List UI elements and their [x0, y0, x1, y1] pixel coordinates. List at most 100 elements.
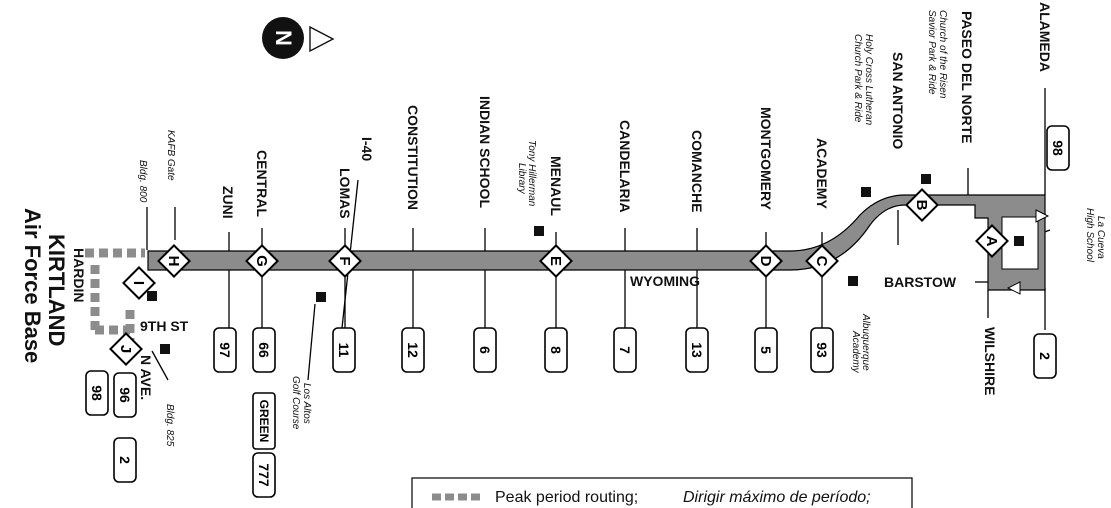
landmark-kafb: KAFB Gate — [165, 130, 176, 181]
street-constitution: CONSTITUTION — [405, 105, 421, 210]
base-line-1: KIRTLAND — [44, 234, 69, 346]
street-central: CENTRAL — [254, 150, 270, 217]
route-badge-5[interactable]: 5 — [754, 327, 778, 373]
route-badge-green[interactable]: GREEN — [252, 392, 276, 450]
street-hardin: HARDIN — [71, 248, 87, 302]
route-badge-8[interactable]: 8 — [544, 327, 568, 373]
street-wilshire: WILSHIRE — [982, 327, 998, 395]
route-badges: 97 66 GREEN 777 11 12 6 8 7 13 5 93 98 2… — [85, 125, 1070, 498]
svg-text:5: 5 — [758, 346, 774, 354]
svg-text:6: 6 — [477, 346, 493, 354]
street-labels: ZUNI CENTRAL I-40 LOMAS CONSTITUTION IND… — [71, 2, 1053, 400]
stop-j[interactable]: J — [109, 332, 143, 366]
stop-b[interactable]: B — [905, 188, 939, 222]
landmark-golf-2: Golf Course — [290, 376, 301, 430]
svg-text:E: E — [547, 256, 564, 266]
route-badge-2-north[interactable]: 2 — [1033, 333, 1057, 379]
street-comanche: COMANCHE — [689, 130, 705, 212]
svg-text:G: G — [253, 255, 270, 267]
landmark-academy-2: Academy — [850, 330, 861, 374]
landmark-markers — [147, 174, 1024, 354]
street-montgomery: MONTGOMERY — [758, 107, 774, 211]
landmark-labels: KAFB Gate Bldg. 800 Bldg. 825 Los Altos … — [137, 10, 1106, 447]
svg-text:66: 66 — [256, 342, 272, 358]
svg-text:F: F — [336, 256, 353, 265]
horizontal-street-labels: BARSTOW 9TH ST WYOMING — [140, 273, 957, 334]
route-badge-12[interactable]: 12 — [401, 327, 425, 373]
route-badge-7[interactable]: 7 — [613, 327, 637, 373]
svg-text:GREEN: GREEN — [257, 400, 271, 443]
route-badge-96[interactable]: 96 — [113, 372, 137, 418]
landmark-holy-cross-1: Holy Cross Lutheran — [863, 34, 874, 126]
stop-d[interactable]: D — [749, 244, 783, 278]
landmark-holy-cross-2: Church Park & Ride — [852, 34, 863, 123]
route-badge-11[interactable]: 11 — [332, 327, 356, 373]
north-compass: N — [262, 17, 335, 59]
route-badge-2-south[interactable]: 2 — [113, 437, 137, 483]
stop-g[interactable]: G — [245, 244, 279, 278]
route-badge-6[interactable]: 6 — [473, 327, 497, 373]
svg-text:98: 98 — [1050, 140, 1066, 156]
north-arrow-icon — [309, 25, 335, 53]
landmark-lacueva-1: La Cueva — [1095, 216, 1106, 259]
route-badge-13[interactable]: 13 — [685, 327, 709, 373]
svg-text:13: 13 — [689, 342, 705, 358]
route-band — [147, 194, 1050, 295]
street-indian-school: INDIAN SCHOOL — [477, 96, 493, 208]
stop-h[interactable]: H — [157, 244, 191, 278]
landmark-risen-1: Church of the Risen — [937, 10, 948, 99]
svg-text:8: 8 — [548, 346, 564, 354]
street-zuni: ZUNI — [220, 186, 236, 219]
street-lines — [146, 88, 1051, 381]
svg-text:96: 96 — [117, 387, 133, 403]
svg-text:B: B — [913, 200, 930, 211]
route-badge-98-south[interactable]: 98 — [85, 370, 109, 416]
landmark-bldg800: Bldg. 800 — [137, 160, 148, 203]
route-badge-93[interactable]: 93 — [810, 327, 834, 373]
route-badge-66[interactable]: 66 — [252, 327, 276, 373]
landmark-bldg825: Bldg. 825 — [164, 404, 175, 447]
svg-text:777: 777 — [256, 463, 272, 487]
svg-text:D: D — [757, 256, 774, 267]
svg-text:A: A — [983, 236, 1000, 247]
legend-spanish: Dirigir máximo de período; — [683, 489, 871, 506]
corridor-label: WYOMING — [630, 273, 700, 289]
landmark-library-1: Tony Hillerman — [526, 140, 537, 207]
base-label: KIRTLAND Air Force Base — [20, 208, 69, 363]
landmark-lacueva-2: High School — [1084, 208, 1095, 263]
landmark-academy-1: Albuquerque — [860, 313, 871, 371]
street-paseo: PASEO DEL NORTE — [959, 11, 975, 144]
svg-text:98: 98 — [89, 385, 105, 401]
svg-text:C: C — [813, 256, 830, 267]
svg-text:J: J — [117, 345, 134, 353]
street-san-antonio: SAN ANTONIO — [890, 52, 906, 149]
svg-text:97: 97 — [217, 342, 233, 358]
svg-text:93: 93 — [814, 342, 830, 358]
legend: Peak period routing; Dirigir máximo de p… — [411, 477, 913, 508]
svg-text:I: I — [130, 281, 147, 285]
landmark-risen-2: Savior Park & Ride — [926, 10, 937, 95]
svg-text:H: H — [165, 256, 182, 267]
svg-text:12: 12 — [405, 342, 421, 358]
stop-e[interactable]: E — [539, 244, 573, 278]
route-badge-98-north[interactable]: 98 — [1046, 125, 1070, 171]
street-candelaria: CANDELARIA — [617, 120, 633, 213]
stop-f[interactable]: F — [328, 244, 362, 278]
stop-a[interactable]: A — [975, 224, 1009, 258]
svg-text:2: 2 — [117, 456, 133, 464]
street-academy: ACADEMY — [814, 138, 830, 209]
peak-routing — [85, 248, 145, 340]
landmark-library-2: Library — [516, 163, 527, 195]
legend-english: Peak period routing; — [495, 489, 638, 506]
street-9th: 9TH ST — [140, 318, 189, 334]
street-barstow: BARSTOW — [884, 274, 957, 290]
route-badge-97[interactable]: 97 — [213, 327, 237, 373]
svg-text:7: 7 — [617, 346, 633, 354]
stop-c[interactable]: C — [805, 244, 839, 278]
street-nave: N AVE. — [138, 355, 154, 400]
stop-i[interactable]: I — [122, 266, 156, 300]
route-badge-777[interactable]: 777 — [252, 452, 276, 498]
street-i40: I-40 — [359, 137, 375, 161]
street-lomas: LOMAS — [337, 168, 353, 219]
